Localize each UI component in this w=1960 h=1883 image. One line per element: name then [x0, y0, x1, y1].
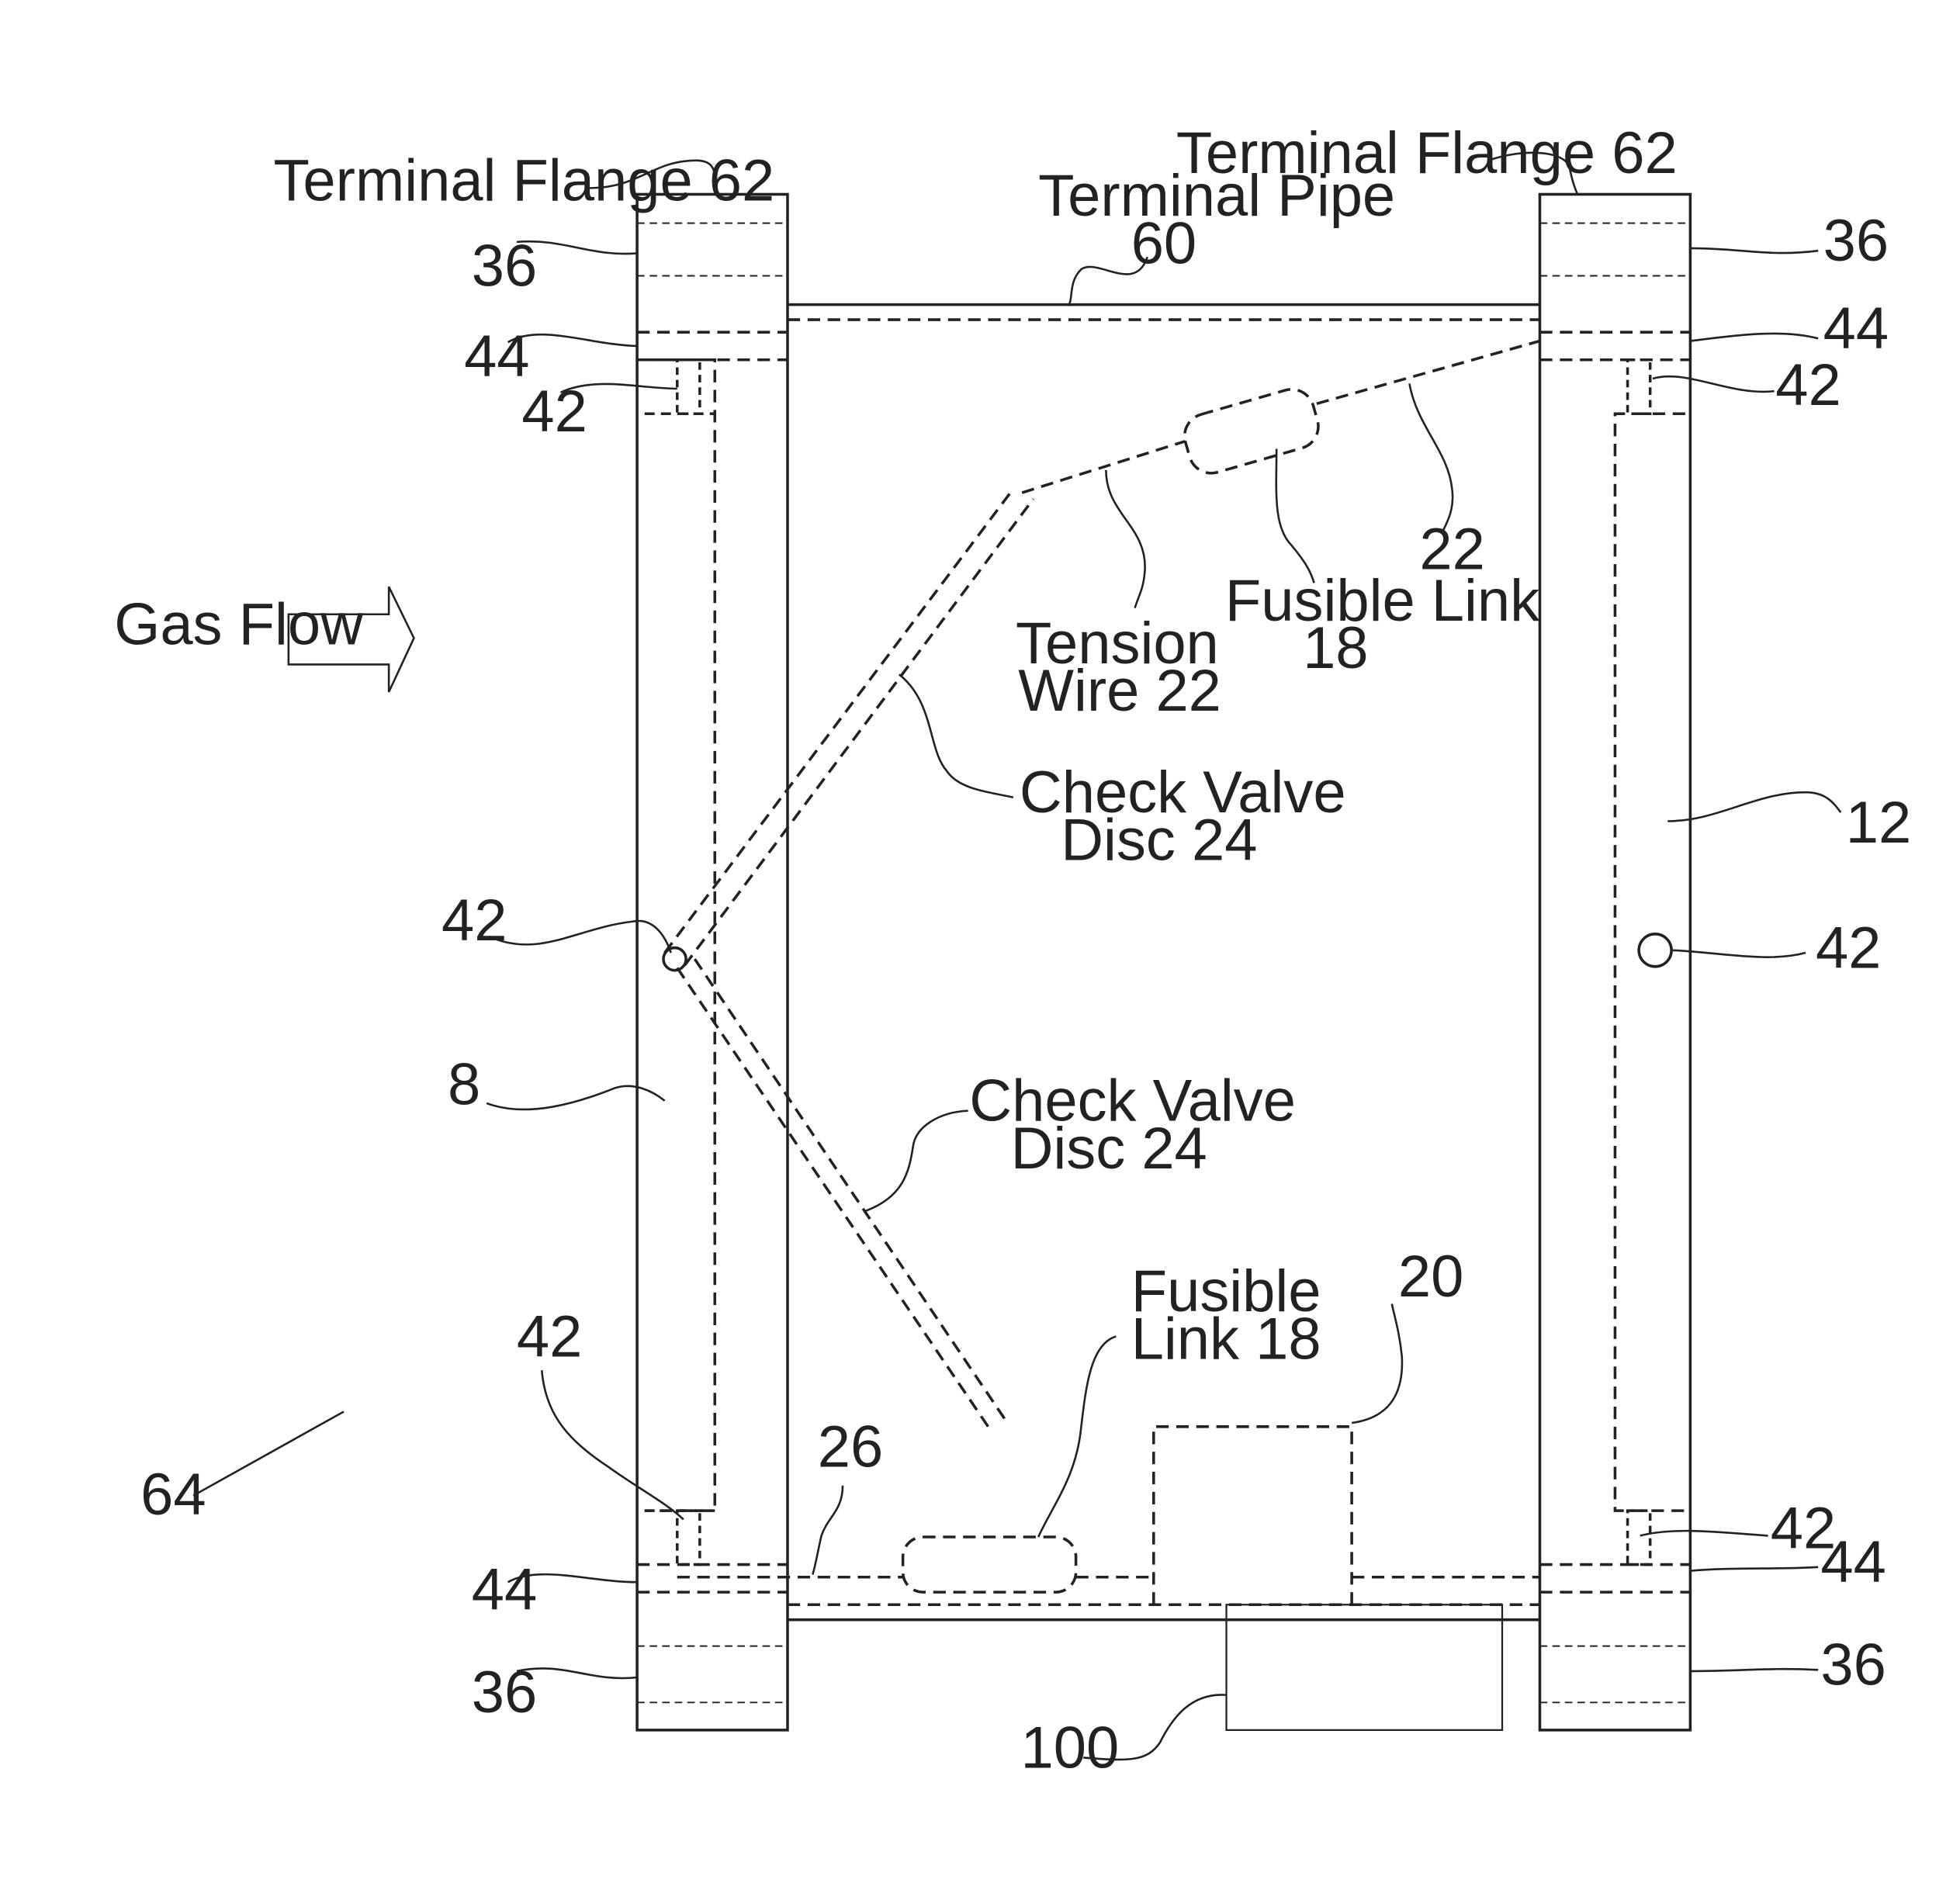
leader-42-top-right	[1653, 376, 1775, 392]
label-12: 12	[1846, 790, 1911, 856]
leader-42-mid-left	[489, 921, 670, 953]
label-44-top-left: 44	[464, 324, 529, 389]
leader-fusible-link-bottom	[1038, 1336, 1116, 1537]
tension-wire-top	[1022, 341, 1539, 493]
label-44-bottom-right: 44	[1820, 1529, 1886, 1595]
label-fusible-link-top-line2: 18	[1303, 615, 1368, 681]
leader-22	[1409, 383, 1453, 532]
label-20: 20	[1398, 1244, 1463, 1310]
right-flange-assembly	[1539, 194, 1690, 1729]
right-hinge-pin	[1639, 934, 1671, 967]
label-26: 26	[818, 1414, 883, 1480]
leader-36-bottom-right	[1690, 1669, 1818, 1671]
leader-64	[193, 1411, 344, 1495]
leader-20	[1352, 1303, 1402, 1423]
label-terminal-pipe-line1: Terminal Pipe	[1038, 163, 1395, 229]
label-100: 100	[1021, 1715, 1120, 1781]
label-64: 64	[140, 1462, 206, 1528]
left-bolt-top	[677, 360, 700, 414]
fusible-link-top	[1179, 384, 1324, 479]
leader-44-top-right	[1690, 334, 1818, 341]
fusible-link-bottom	[903, 1537, 1076, 1592]
left-flange-assembly	[637, 194, 788, 1729]
leader-42-mid-right	[1673, 950, 1806, 957]
leader-42-bottom-left	[542, 1370, 684, 1519]
check-valve-disc-lower	[677, 959, 1006, 1427]
text-labels: Terminal Flange 62 Terminal Flange 62 Te…	[114, 120, 1911, 1781]
label-42-mid-left: 42	[442, 888, 507, 954]
label-tension-wire-line2: Wire 22	[1018, 658, 1221, 724]
left-flange-body	[637, 194, 788, 1729]
label-fusible-link-bottom-line2: Link 18	[1131, 1307, 1321, 1372]
label-check-valve-lower-line2: Disc 24	[1011, 1116, 1207, 1182]
label-42-top-left: 42	[521, 379, 587, 445]
label-fusible-link-top-line1: Fusible Link	[1225, 568, 1540, 634]
label-36-bottom-right: 36	[1820, 1632, 1886, 1698]
leader-check-valve-lower	[865, 1111, 968, 1211]
label-36-top-right: 36	[1823, 208, 1889, 274]
label-36-top-left: 36	[472, 233, 537, 299]
component-100-box	[1227, 1604, 1502, 1730]
left-bolt-bottom	[677, 1511, 700, 1564]
label-42-bottom-left: 42	[517, 1303, 582, 1369]
leader-tension-wire	[1106, 470, 1144, 608]
label-terminal-flange-left: Terminal Flange 62	[273, 148, 774, 214]
label-36-bottom-left: 36	[472, 1660, 537, 1726]
leader-44-bottom-right	[1690, 1567, 1818, 1571]
leader-36-top-right	[1690, 248, 1818, 253]
label-gas-flow: Gas Flow	[114, 592, 364, 658]
label-44-bottom-left: 44	[472, 1557, 537, 1623]
right-valve-seat	[1615, 414, 1685, 1511]
label-42-mid-right: 42	[1816, 915, 1881, 981]
leader-check-valve-upper	[899, 674, 1013, 797]
component-20-box	[1154, 1427, 1352, 1604]
leader-26	[812, 1486, 843, 1575]
leader-lines	[193, 153, 1841, 1760]
label-check-valve-upper-line2: Disc 24	[1061, 807, 1257, 873]
leader-12	[1667, 792, 1841, 821]
leader-fusible-link-top	[1276, 448, 1314, 583]
right-bolt-top	[1628, 360, 1650, 414]
label-42-top-right: 42	[1775, 352, 1841, 418]
label-8: 8	[448, 1052, 480, 1118]
leader-42-bottom-right	[1640, 1531, 1768, 1535]
left-valve-seat	[645, 360, 715, 1511]
right-bolt-bottom	[1628, 1511, 1650, 1564]
check-valve-disc-upper	[665, 489, 1034, 965]
label-terminal-pipe-line2: 60	[1131, 210, 1196, 276]
